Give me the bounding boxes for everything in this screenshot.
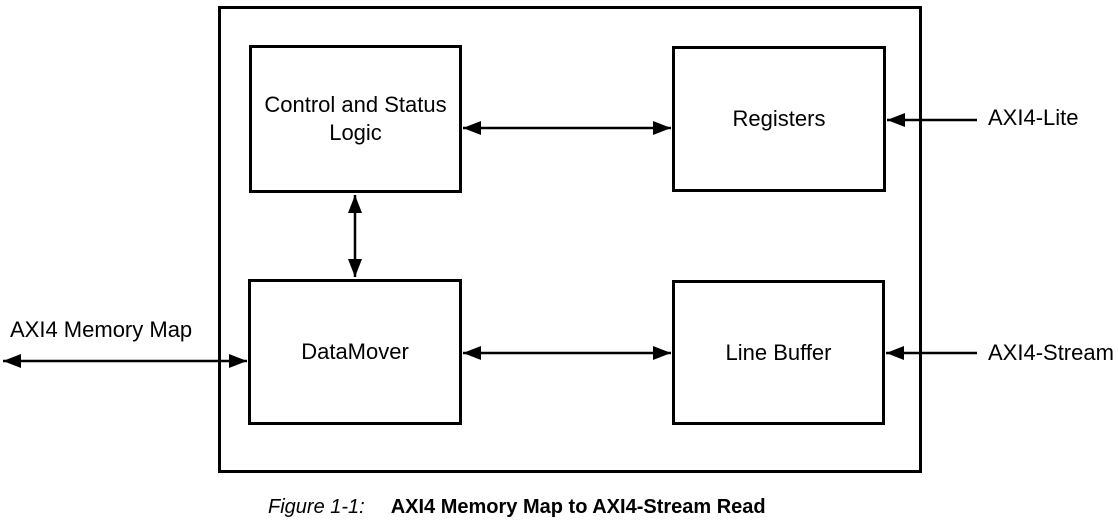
block-control-status-logic-label: Control and Status Logic: [264, 92, 447, 145]
block-control-status-logic: Control and Status Logic: [249, 45, 462, 193]
figure-caption: Figure 1-1: AXI4 Memory Map to AXI4-Stre…: [268, 494, 766, 520]
axi4-memory-map-label: AXI4 Memory Map: [10, 317, 193, 342]
figure-caption-title: AXI4 Memory Map to AXI4-Stream Read: [390, 496, 766, 518]
block-datamover-label: DataMover: [301, 339, 409, 364]
ip-core-boundary-box: [218, 6, 922, 473]
axi4-lite-label: AXI4-Lite: [988, 105, 1079, 130]
block-registers-label: Registers: [732, 106, 826, 131]
block-line-buffer-label: Line Buffer: [725, 339, 832, 365]
block-registers: Registers: [672, 46, 886, 192]
block-datamover: DataMover: [248, 279, 462, 425]
block-line-buffer: Line Buffer: [672, 280, 885, 425]
figure-caption-number: Figure 1-1:: [268, 496, 365, 518]
axi4-stream-label: AXI4-Stream: [988, 340, 1114, 365]
